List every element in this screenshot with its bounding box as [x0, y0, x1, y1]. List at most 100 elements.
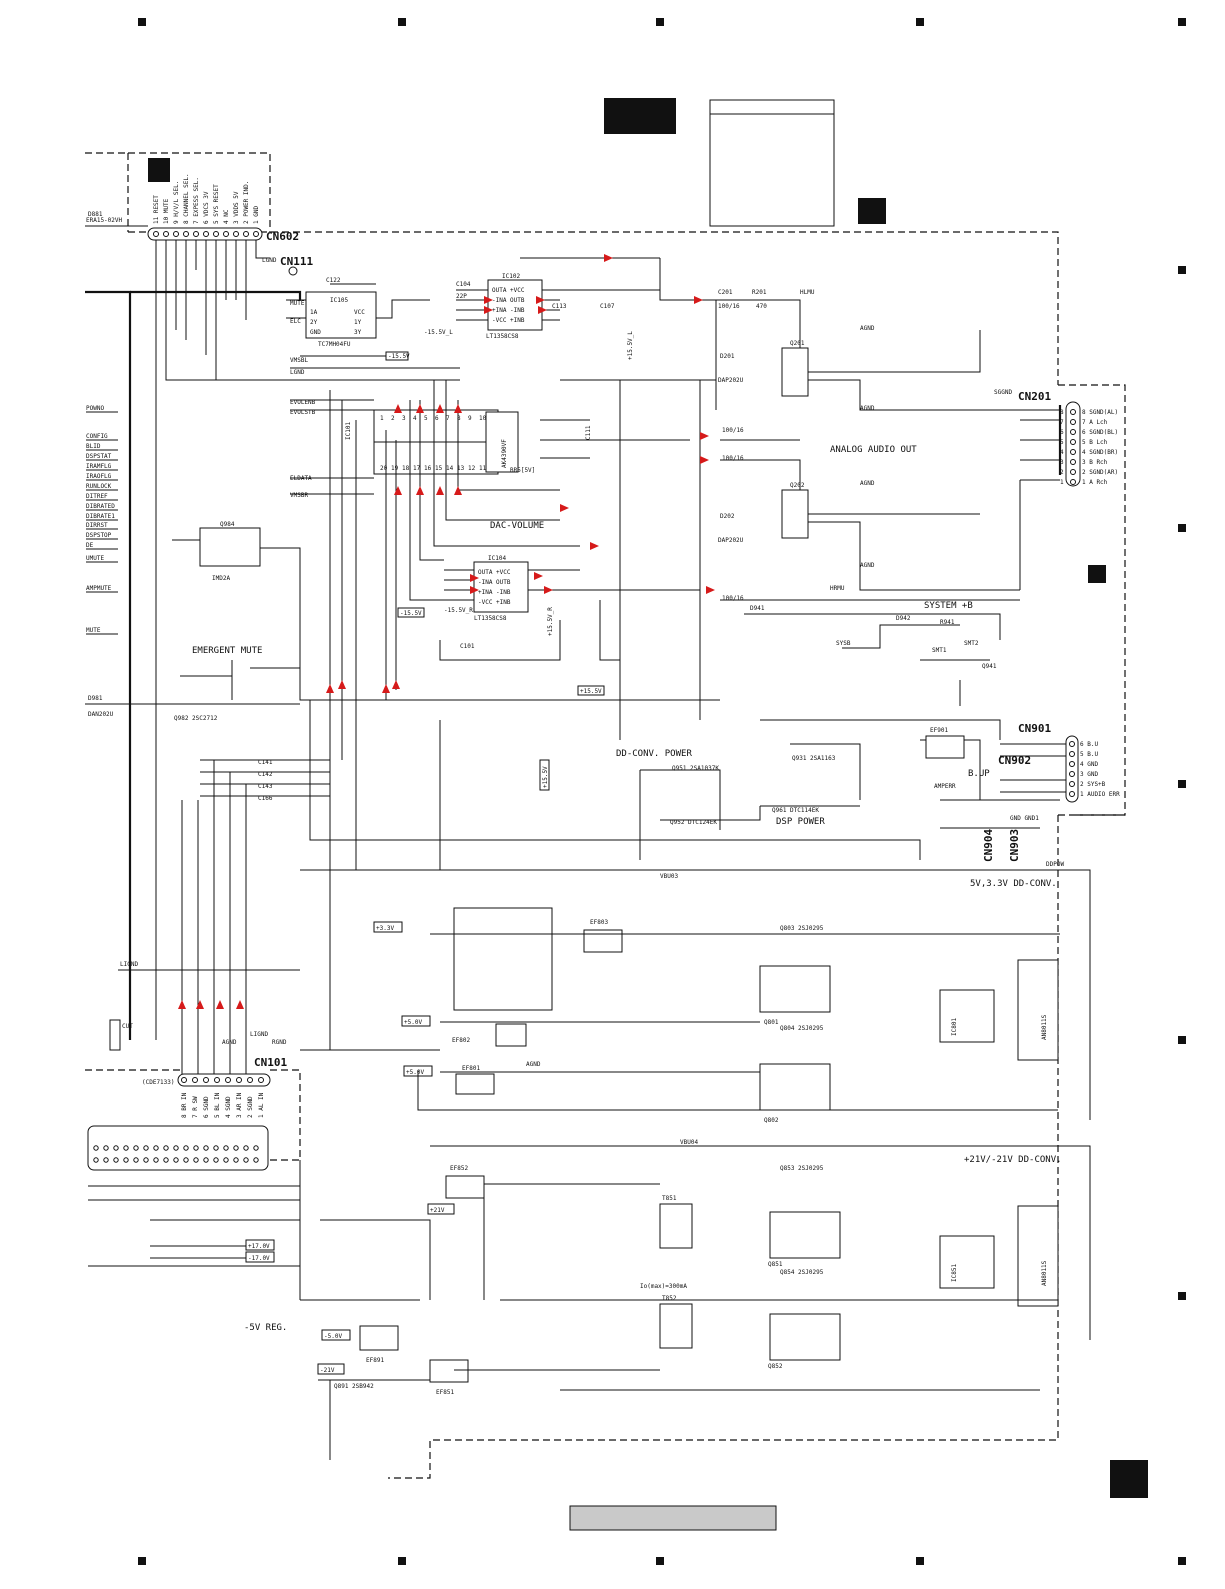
cn101-pin-label: 5 BL IN [214, 1092, 221, 1118]
cn201-pin-label: 5 B Lch [1082, 439, 1108, 446]
reg-5v-block: -5V REG. EF891 -5.0V Q891 2SB942 +17.0V … [88, 1160, 431, 1460]
ic101-pin-number: 14 [446, 465, 454, 472]
cn903-label: CN903 [1008, 829, 1021, 862]
svg-text:AMPERR: AMPERR [934, 783, 956, 790]
svg-text:1A: 1A [310, 309, 318, 316]
cn101-pin-label: 2 SGND [247, 1096, 254, 1118]
cn201-pin [1070, 479, 1076, 485]
reg-5v-title: -5V REG. [244, 1323, 287, 1333]
signal-arrow [236, 1000, 244, 1009]
svg-text:EF852: EF852 [450, 1165, 468, 1172]
svg-text:ELC: ELC [290, 318, 301, 325]
svg-text:(CDE7133): (CDE7133) [142, 1079, 175, 1086]
svg-text:-VCC +INB: -VCC +INB [492, 317, 525, 324]
cn201-pin [1070, 449, 1076, 455]
ic101-pin-number: 5 [424, 415, 428, 422]
signal-arrow [590, 542, 599, 550]
cn902-pin-label: 4 GND [1080, 761, 1098, 768]
cn602-pin [223, 231, 229, 237]
cn602-pin-label: 2 POWER IND. [243, 181, 250, 224]
svg-text:VBU03: VBU03 [660, 873, 678, 880]
signal-arrow [534, 572, 543, 580]
bottom-connector-pin [133, 1145, 139, 1151]
cn201-pin-label: 2 SGND(AR) [1082, 469, 1118, 476]
cn201-pin [1070, 439, 1076, 445]
q801-label: Q801 [764, 1019, 779, 1026]
svg-text:3Y: 3Y [354, 329, 362, 336]
svg-text:EF802: EF802 [452, 1037, 470, 1044]
signal-arrow [700, 456, 709, 464]
cn602-pin [193, 231, 199, 237]
bottom-connector-pin [253, 1157, 259, 1163]
ic801-label: IC801 [951, 1018, 958, 1036]
left-signal-label: AMPMUTE [86, 585, 112, 592]
svg-text:EF901: EF901 [930, 727, 948, 734]
cn602-pin-label: 5 SYS RESET [213, 184, 220, 224]
cn902-pin [1069, 781, 1075, 787]
svg-text:LGND: LGND [290, 369, 305, 376]
cn602-pin-label: 1 GND [253, 206, 260, 224]
signal-arrow [394, 486, 402, 495]
cn201-label: CN201 [1018, 390, 1051, 403]
emergent-mute-block: EMERGENT MUTE Q984 IMD2A Q982 2SC2712 D9… [85, 521, 720, 802]
svg-text:-15.5V_R: -15.5V_R [444, 607, 473, 614]
ic101-pin-number: 13 [457, 465, 465, 472]
svg-text:-15.5V: -15.5V [400, 610, 422, 617]
bottom-connector-pin [243, 1145, 249, 1151]
bottom-connector-pin [173, 1145, 179, 1151]
cn602-pin-label: 7 EXPESS SEL. [193, 177, 200, 224]
bottom-connector-pin [183, 1157, 189, 1163]
svg-text:MUTE: MUTE [290, 300, 305, 307]
cn101-pin [181, 1077, 187, 1083]
signal-arrow [560, 504, 569, 512]
bottom-connector-pin [173, 1157, 179, 1163]
ic101-pin-number: 18 [402, 465, 410, 472]
ic101-block: IC101 AK4390VF BR5[5V] 12021931841751661… [290, 399, 690, 531]
ic101-part: BR5[5V] [510, 467, 535, 474]
ic102-part: LT1358CS8 [486, 333, 519, 340]
bottom-connector-pin [183, 1145, 189, 1151]
svg-text:-15.5V: -15.5V [388, 353, 410, 360]
svg-text:DAP202U: DAP202U [718, 537, 744, 544]
q201-label: Q201 [790, 340, 805, 347]
signal-arrow [484, 306, 493, 314]
q802-label: Q802 [764, 1117, 779, 1124]
signal-arrow [604, 254, 613, 262]
bottom-connector-pin [163, 1157, 169, 1163]
svg-text:EF803: EF803 [590, 919, 608, 926]
ic104-label: IC104 [488, 555, 506, 562]
ic104-block: IC104 LT1358CS8 OUTA +VCC -INA OUTB +INA… [397, 555, 700, 661]
q854-label: Q854 2SJ0295 [780, 1269, 824, 1276]
svg-text:+15.5V: +15.5V [580, 688, 602, 695]
svg-text:100/16: 100/16 [718, 303, 740, 310]
left-signal-label: CONFIG [86, 433, 108, 440]
cn602-pin [253, 231, 259, 237]
svg-text:C111: C111 [585, 425, 592, 440]
ic101-pin-number: 11 [479, 465, 487, 472]
svg-text:T851: T851 [662, 1195, 677, 1202]
cn602-pin [183, 231, 189, 237]
cn111-label: CN111 [280, 255, 313, 268]
bottom-connector-pin [223, 1145, 229, 1151]
cn101-pin-label: 7 R SW [192, 1096, 199, 1118]
signal-arrow [538, 306, 547, 314]
left-signal-label: BLID [86, 443, 101, 450]
svg-text:C107: C107 [600, 303, 615, 310]
ic101-pin-number: 8 [457, 415, 461, 422]
signal-arrow [216, 1000, 224, 1009]
cn101-label: CN101 [254, 1056, 287, 1069]
svg-text:SMT1: SMT1 [932, 647, 947, 654]
svg-text:+17.0V: +17.0V [248, 1243, 270, 1250]
cn602-pin [243, 231, 249, 237]
cn602-pin-label: 4 NC [223, 209, 230, 224]
output-stage: Q201 Q202 C201 100/16 R201 470 HLMU D201… [718, 289, 1118, 602]
bottom-connector-pin [233, 1145, 239, 1151]
system-b-title: SYSTEM +B [924, 601, 973, 611]
dd-conv-power-title: DD-CONV. POWER [616, 749, 692, 759]
signal-arrow [470, 574, 479, 582]
svg-text:+21V: +21V [430, 1207, 445, 1214]
conv-21v-title: +21V/-21V DD-CONV. [964, 1155, 1062, 1165]
svg-text:C141: C141 [258, 759, 273, 766]
cn101-pin-label: 4 SGND [225, 1096, 232, 1118]
signal-arrow [544, 586, 553, 594]
